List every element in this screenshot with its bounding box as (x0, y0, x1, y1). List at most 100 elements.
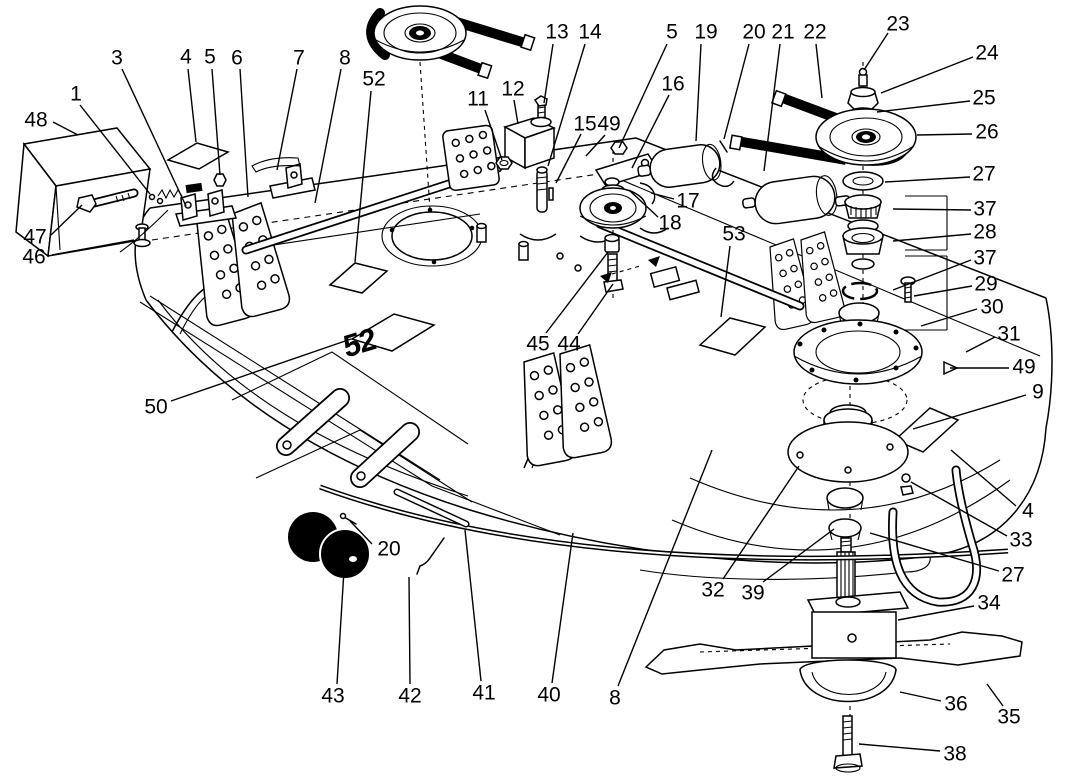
leader-line-16-22 (631, 94, 670, 169)
leader-line-22-17 (815, 43, 823, 99)
leader-line-41-43 (464, 529, 482, 682)
callout-35-50: 35 (997, 706, 1020, 729)
callout-19-14: 19 (694, 21, 717, 44)
leader-line-40-44 (551, 532, 574, 684)
callout-4-52: 4 (1022, 500, 1034, 523)
leader-line-46-56 (51, 239, 135, 256)
callout-1-1: 1 (70, 83, 82, 106)
callout-27-54: 27 (1001, 564, 1024, 587)
bolt-47 (76, 188, 139, 213)
discharge-chute (15, 127, 152, 258)
callout-5-13: 5 (666, 21, 678, 44)
bracket-plate (442, 124, 500, 192)
leader-line-5-4 (211, 68, 221, 176)
leader-line-12-10 (513, 99, 519, 125)
hangers-and-rods (276, 388, 470, 580)
leader-line-31-33 (965, 336, 996, 353)
leader-line-37-30 (892, 259, 972, 291)
callout-31-33: 31 (997, 323, 1020, 346)
leader-line-23-18 (863, 32, 889, 71)
callout-41-43: 41 (472, 682, 495, 705)
callout-42-42: 42 (398, 685, 421, 708)
callout-9-35: 9 (1032, 381, 1044, 404)
callout-17-25: 17 (676, 190, 699, 213)
leader-line-25-20 (876, 100, 971, 113)
leader-line-37-28 (892, 208, 972, 211)
callout-49-34: 49 (1012, 356, 1035, 379)
leader-line-27-54 (869, 532, 1000, 572)
leader-line-32-46 (722, 465, 800, 580)
callout-22-17: 22 (803, 21, 826, 44)
leader-line-42-42 (408, 576, 411, 685)
callout-40-44: 40 (537, 684, 560, 707)
callout-20-40: 20 (377, 538, 400, 561)
callout-14-12: 14 (578, 21, 602, 44)
leader-line-20-40 (349, 520, 373, 545)
callout-44-38: 44 (557, 333, 581, 356)
leader-line-43-41 (336, 569, 345, 685)
callout-34-48: 34 (977, 592, 1001, 615)
leader-line-19-14 (695, 43, 702, 142)
decals: 52 (166, 142, 960, 453)
callout-32-46: 32 (701, 579, 724, 602)
pulley-left (366, 5, 536, 211)
leader-line-7-6 (276, 68, 298, 171)
latch-brackets (119, 157, 316, 253)
support-tubes (241, 124, 805, 311)
leader-line-18-26 (628, 189, 659, 218)
callout-29-31: 29 (974, 273, 997, 296)
callout-13-11: 13 (545, 21, 568, 44)
leader-line-44-38 (577, 283, 614, 335)
callout-52-8: 52 (362, 68, 385, 91)
brake-cam (556, 252, 700, 301)
callout-46-56: 46 (22, 246, 45, 269)
pulley-right-stack (728, 62, 948, 385)
leader-line-30-32 (920, 308, 978, 327)
callout-12-10: 12 (501, 78, 524, 101)
leader-line-9-35 (912, 394, 1027, 430)
spindle-blade (644, 386, 1023, 773)
clutch-box (495, 95, 556, 170)
callout-37-28: 37 (973, 198, 996, 221)
leader-line-52-8 (354, 90, 372, 263)
leader-line-11-9 (484, 109, 503, 161)
leader-line-13-11 (543, 43, 554, 104)
leader-line-53-36 (720, 245, 731, 318)
leader-line-20-15 (723, 43, 750, 140)
leader-line-36-49 (899, 691, 942, 702)
leader-line-50-39 (170, 338, 352, 402)
callout-48-0: 48 (24, 109, 47, 132)
callout-45-37: 45 (526, 333, 549, 356)
callout-26-21: 26 (975, 121, 998, 144)
leader-line-45-37 (545, 251, 609, 334)
leader-line-49-24 (585, 134, 606, 157)
leader-line-27-27 (884, 176, 971, 183)
leader-line-28-29 (892, 233, 972, 242)
decal-52: 52 (341, 313, 436, 365)
leader-line-17-25 (650, 192, 675, 200)
leader-line-39-47 (762, 528, 835, 583)
leader-line-35-50 (986, 683, 1004, 707)
callout-33-53: 33 (1009, 529, 1032, 552)
idler-assembly (536, 141, 660, 300)
leader-line-4-52 (950, 449, 1017, 507)
callout-49-24: 49 (597, 113, 620, 136)
callout-37-30: 37 (973, 247, 996, 270)
leader-line-47-55 (50, 204, 83, 236)
callout-7-6: 7 (293, 47, 305, 70)
callout-8-7: 8 (339, 47, 351, 70)
leader-line-4-3 (187, 68, 197, 143)
leader-line-29-31 (913, 285, 973, 297)
callout-39-47: 39 (741, 582, 764, 605)
callout-50-39: 50 (144, 396, 167, 419)
leader-line-15-23 (555, 133, 582, 184)
leader-line-5-13 (618, 43, 668, 149)
callout-8-45: 8 (609, 687, 621, 710)
leader-line-33-53 (910, 481, 1008, 537)
callout-36-49: 36 (944, 693, 967, 716)
leader-line-3-2 (121, 68, 187, 207)
callout-23-18: 23 (886, 13, 909, 36)
callout-11-9: 11 (467, 88, 489, 111)
